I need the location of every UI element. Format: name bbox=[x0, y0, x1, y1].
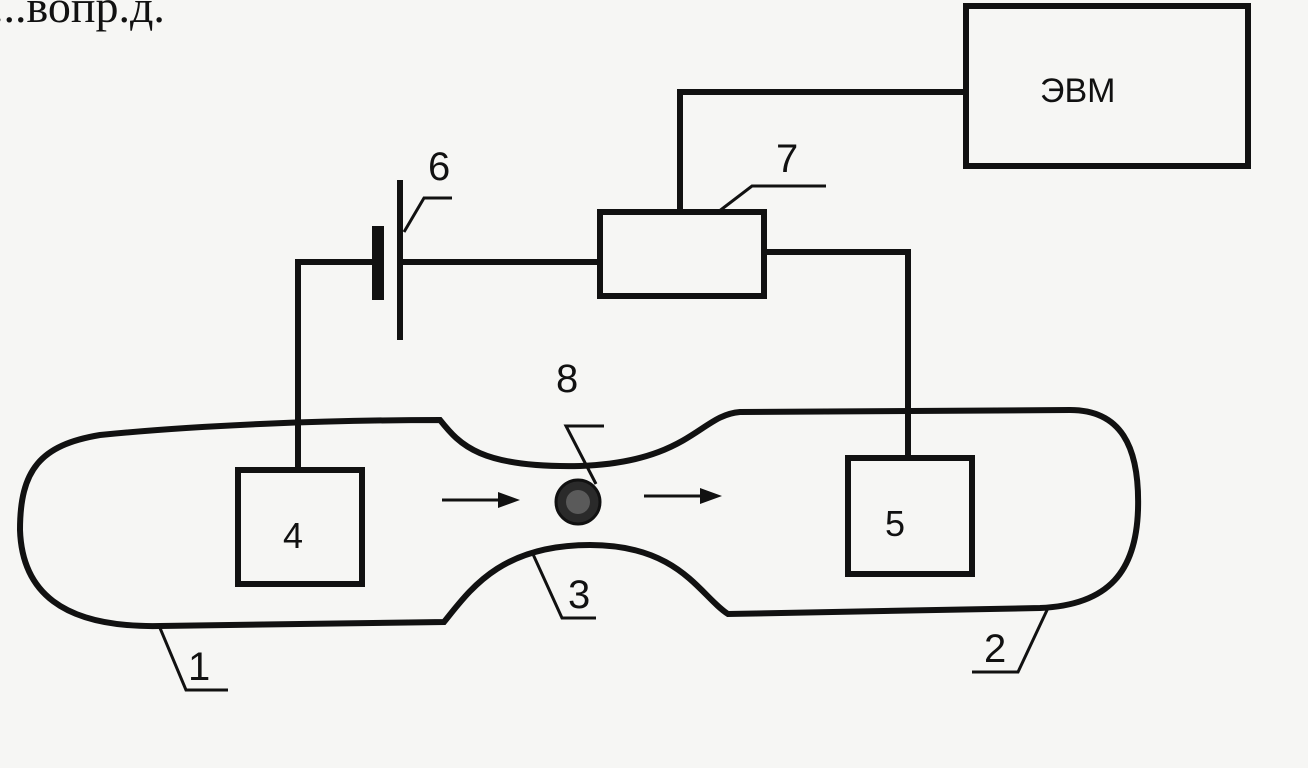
wire-left bbox=[295, 259, 376, 470]
wire-computer bbox=[677, 89, 966, 212]
top-text-fragment: ...вопр.д. bbox=[0, 0, 165, 32]
pore-label: 3 bbox=[568, 573, 590, 617]
wire-right bbox=[764, 249, 911, 458]
electrode-left-label: 4 bbox=[283, 515, 303, 556]
chamber-left-leader bbox=[158, 627, 228, 692]
computer-box bbox=[963, 3, 1251, 169]
particle-core bbox=[566, 490, 590, 514]
chamber-left-label: 1 bbox=[188, 645, 210, 689]
battery-label: 6 bbox=[428, 145, 450, 189]
flow-arrow-left bbox=[442, 492, 520, 508]
chamber-right-label: 2 bbox=[984, 627, 1006, 671]
pore-leader bbox=[530, 551, 596, 620]
electrode-right-box bbox=[845, 455, 975, 577]
chamber-outline bbox=[16, 406, 1142, 630]
amplifier-box bbox=[597, 209, 767, 299]
particle-leader bbox=[563, 424, 604, 485]
amplifier-label: 7 bbox=[776, 137, 798, 181]
battery-leader bbox=[402, 196, 452, 233]
electrode-right-label: 5 bbox=[885, 503, 905, 544]
chamber-right-leader bbox=[972, 607, 1050, 674]
amplifier-leader bbox=[717, 184, 826, 214]
particle-label: 8 bbox=[556, 357, 578, 401]
flow-arrow-right bbox=[644, 488, 722, 504]
computer-label: ЭВМ bbox=[1040, 72, 1115, 110]
